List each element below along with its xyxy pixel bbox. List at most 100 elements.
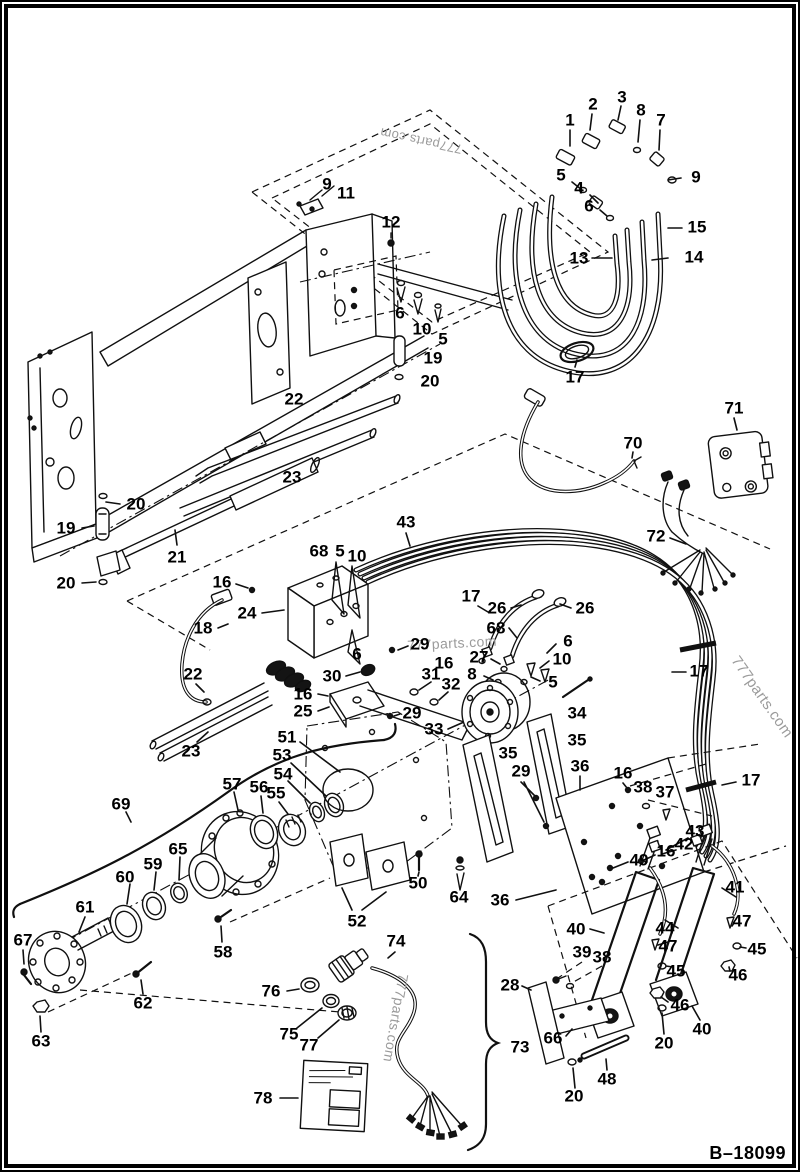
callout-19: 19 <box>56 518 76 538</box>
callout-47: 47 <box>732 911 752 931</box>
hydraulic-hoses-top <box>498 105 683 374</box>
leader-71 <box>733 417 738 431</box>
callout-62: 62 <box>133 993 153 1013</box>
brackets-52 <box>329 833 465 911</box>
callout-20: 20 <box>56 573 76 593</box>
callout-74: 74 <box>386 931 406 951</box>
callout-70: 70 <box>623 433 643 453</box>
callout-17: 17 <box>689 661 709 681</box>
hose-fittings-top <box>555 119 677 222</box>
callout-2: 2 <box>588 94 598 114</box>
callout-64: 64 <box>449 887 469 907</box>
callout-13: 13 <box>569 248 589 268</box>
controller-71 <box>707 430 774 499</box>
callout-5: 5 <box>548 672 558 692</box>
callout-46: 46 <box>728 965 748 985</box>
callout-16: 16 <box>434 653 454 673</box>
callout-36: 36 <box>570 756 590 776</box>
callout-73: 73 <box>510 1037 530 1057</box>
callout-38: 38 <box>592 947 612 967</box>
callout-54: 54 <box>273 764 293 784</box>
callout-31: 31 <box>421 664 441 684</box>
callout-43: 43 <box>685 821 705 841</box>
mount-plates-35-36 <box>462 676 787 915</box>
callout-6: 6 <box>395 303 405 323</box>
callout-6: 6 <box>584 196 594 216</box>
callout-66: 66 <box>543 1028 563 1048</box>
callout-35: 35 <box>498 743 518 763</box>
callout-78: 78 <box>253 1088 273 1108</box>
callout-40: 40 <box>692 1019 712 1039</box>
callout-8: 8 <box>467 664 477 684</box>
callout-16: 16 <box>613 763 633 783</box>
callout-75: 75 <box>279 1024 299 1044</box>
callout-19: 19 <box>423 348 443 368</box>
callout-49: 49 <box>629 850 649 870</box>
callout-23: 23 <box>181 741 201 761</box>
callout-25: 25 <box>293 701 313 721</box>
manual-78 <box>299 1059 369 1133</box>
callout-30: 30 <box>322 666 342 686</box>
callout-8: 8 <box>636 100 646 120</box>
callout-59: 59 <box>143 854 163 874</box>
callout-26: 26 <box>575 598 595 618</box>
callout-5: 5 <box>556 165 566 185</box>
callout-60: 60 <box>115 867 135 887</box>
callout-23: 23 <box>282 467 302 487</box>
callout-16: 16 <box>656 841 676 861</box>
callout-18: 18 <box>193 618 213 638</box>
callout-57: 57 <box>222 774 242 794</box>
callout-45: 45 <box>747 939 767 959</box>
callout-38: 38 <box>633 777 653 797</box>
callout-43: 43 <box>396 512 416 532</box>
callout-69: 69 <box>111 794 131 814</box>
phantom-boundary-stub <box>126 600 211 651</box>
callout-40: 40 <box>566 919 586 939</box>
wire-harness-72 <box>660 470 736 596</box>
callout-21: 21 <box>167 547 187 567</box>
hub-57 <box>188 809 280 899</box>
callout-7: 7 <box>656 110 666 130</box>
axle-hub-exploded <box>12 677 553 1033</box>
callout-11: 11 <box>337 183 355 203</box>
callout-16: 16 <box>212 572 232 592</box>
callout-27: 27 <box>469 647 489 667</box>
callout-6: 6 <box>352 644 362 664</box>
hose-bundle-43 <box>356 531 737 860</box>
callout-68: 68 <box>486 618 506 638</box>
bundle-clamp-2 <box>685 779 717 793</box>
callout-37: 37 <box>655 782 675 802</box>
callout-29: 29 <box>402 703 422 723</box>
spindle-housing-51 <box>299 711 453 869</box>
callout-6: 6 <box>563 631 573 651</box>
callout-10: 10 <box>552 649 572 669</box>
callout-36: 36 <box>490 890 510 910</box>
seal-kit-parts <box>286 977 357 1039</box>
callout-3: 3 <box>617 87 627 107</box>
figure-code: B–18099 <box>709 1143 786 1163</box>
callout-46: 46 <box>670 995 690 1015</box>
callout-5: 5 <box>438 329 448 349</box>
callout-47: 47 <box>658 936 678 956</box>
callout-29: 29 <box>511 761 531 781</box>
callout-33: 33 <box>424 719 444 739</box>
phantom-boundary <box>126 433 771 602</box>
wire-harness-74 <box>328 948 468 1140</box>
callout-51: 51 <box>277 727 297 747</box>
callout-68: 68 <box>309 541 329 561</box>
callout-61: 61 <box>75 897 95 917</box>
callout-24: 24 <box>237 603 257 623</box>
callout-41: 41 <box>725 877 745 897</box>
callout-56: 56 <box>249 777 269 797</box>
callout-45: 45 <box>666 961 686 981</box>
callout-34: 34 <box>567 703 587 723</box>
callout-50: 50 <box>408 873 428 893</box>
callout-10: 10 <box>347 546 367 566</box>
callout-14: 14 <box>684 247 704 267</box>
callout-22: 22 <box>284 389 304 409</box>
callout-76: 76 <box>261 981 281 1001</box>
callout-17: 17 <box>461 586 481 606</box>
callout-17: 17 <box>565 367 585 387</box>
